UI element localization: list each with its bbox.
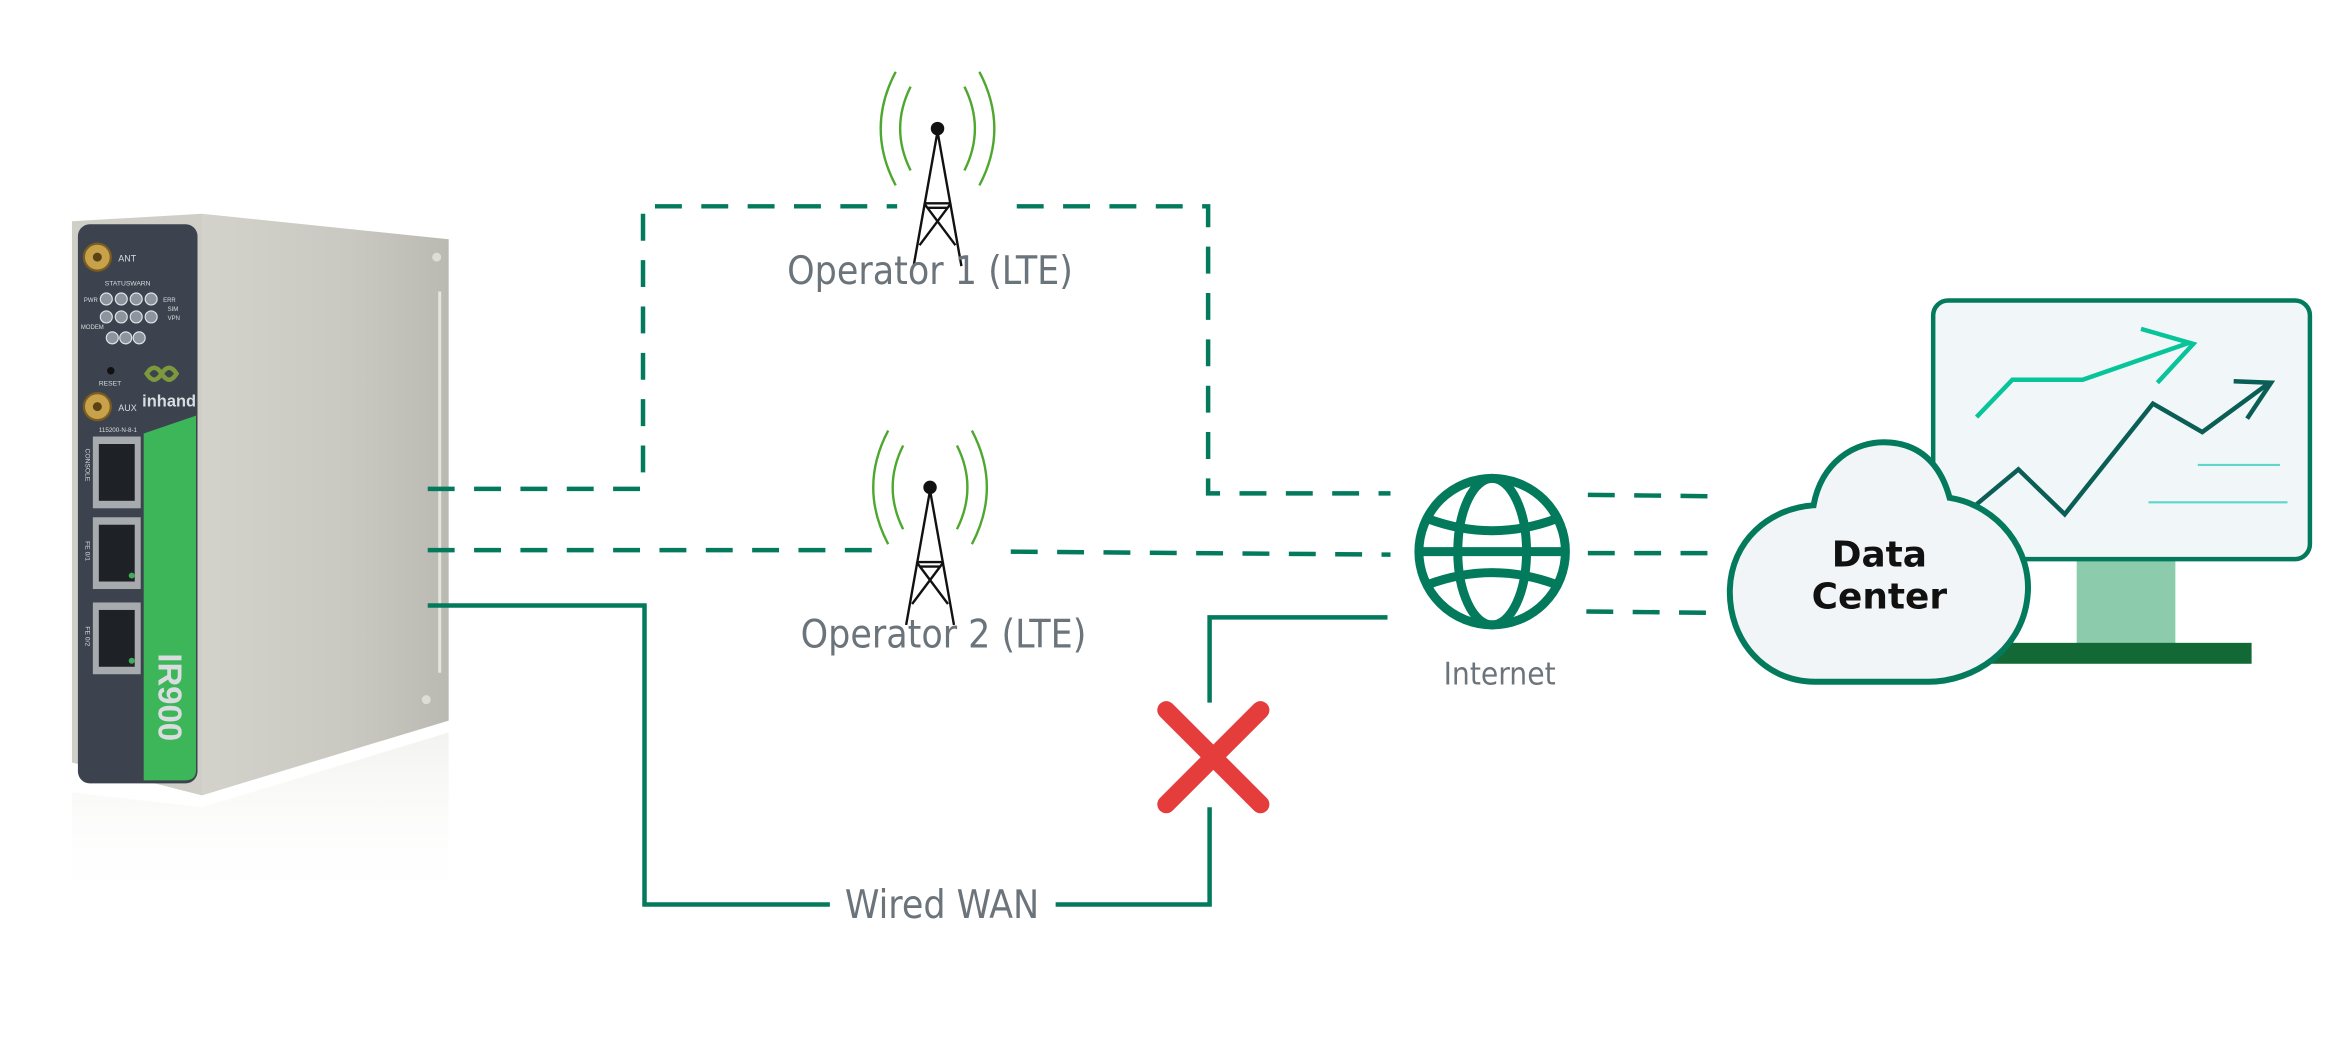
device-screw bbox=[421, 695, 431, 705]
led-label-modem: MODEM bbox=[81, 325, 104, 331]
aux-label: AUX bbox=[118, 403, 136, 413]
device-green-strip bbox=[143, 415, 197, 781]
wired-wan-failure-icon bbox=[1157, 701, 1270, 814]
link-internet-to-datacenter bbox=[1586, 492, 1720, 616]
trend-arrow-light bbox=[2140, 326, 2198, 385]
device-reflection bbox=[71, 732, 449, 912]
led-label-sim: SIM bbox=[168, 307, 179, 313]
cell-tower-1-icon bbox=[879, 71, 996, 267]
wired-wan-label: Wired WAN bbox=[845, 883, 1039, 928]
trend-arrow-dark bbox=[2233, 378, 2276, 420]
analytics-monitor-icon bbox=[1930, 298, 2313, 664]
trend-line-light bbox=[1974, 340, 2192, 419]
internet-globe-icon bbox=[1414, 473, 1570, 630]
led-label-err: ERR bbox=[163, 298, 176, 304]
fe01-port-label: FE 0/1 bbox=[83, 541, 90, 561]
serial-label: 115200-N-8-1 bbox=[99, 427, 138, 434]
data-center-label-line2: Center bbox=[1812, 576, 1948, 617]
router-device: IR900 ANT AUX STATUS WARN PWR ERR SIM VP… bbox=[71, 213, 449, 912]
internet-dc-line-3 bbox=[1586, 609, 1720, 616]
fe02-port-label: FE 0/2 bbox=[83, 626, 90, 646]
device-side-panel bbox=[201, 213, 449, 796]
device-screw bbox=[432, 252, 442, 262]
led-panel bbox=[99, 292, 158, 345]
led-label-pwr: PWR bbox=[84, 298, 99, 304]
link-operator-1 bbox=[427, 204, 1391, 496]
inhand-logo: inhand bbox=[142, 365, 196, 411]
operator-1-uplink-line bbox=[427, 204, 898, 492]
led-label-vpn: VPN bbox=[168, 316, 180, 322]
monitor-screen bbox=[1930, 298, 2313, 562]
console-port: CONSOLE bbox=[83, 436, 141, 509]
monitor-stand bbox=[2076, 550, 2176, 649]
brand-label: inhand bbox=[142, 393, 196, 411]
data-center-cloud-icon bbox=[1726, 439, 2031, 685]
device-model-label: IR900 bbox=[152, 653, 189, 741]
link-operator-2 bbox=[427, 547, 1391, 557]
trend-line-dark bbox=[1972, 380, 2271, 518]
operator-1-downlink-line bbox=[1016, 204, 1391, 496]
operator-2-downlink-line bbox=[1010, 549, 1391, 557]
ant-connector-pin bbox=[92, 252, 102, 262]
console-port-label: CONSOLE bbox=[83, 448, 90, 481]
link-wired-wan bbox=[427, 603, 1388, 907]
operator-1-label: Operator 1 (LTE) bbox=[787, 249, 1073, 294]
internet-label: Internet bbox=[1444, 657, 1556, 693]
aux-connector-pin bbox=[92, 402, 102, 412]
operator-2-label: Operator 2 (LTE) bbox=[801, 612, 1087, 657]
reset-button bbox=[107, 367, 115, 375]
wired-wan-line-left bbox=[427, 603, 830, 907]
fe01-port: FE 0/1 bbox=[83, 517, 141, 590]
data-center-label-line1: Data bbox=[1832, 535, 1927, 576]
led-label-warn: WARN bbox=[130, 281, 150, 288]
monitor-base bbox=[1985, 642, 2252, 664]
wired-wan-line-top bbox=[1207, 615, 1388, 703]
internet-dc-line-1 bbox=[1587, 492, 1720, 499]
ant-label: ANT bbox=[118, 254, 136, 264]
fe02-port: FE 0/2 bbox=[83, 602, 141, 675]
reset-label: RESET bbox=[99, 381, 121, 388]
led-label-status: STATUS bbox=[105, 281, 131, 288]
wired-wan-line-bottom bbox=[1055, 807, 1212, 907]
cell-tower-2-icon bbox=[872, 429, 989, 626]
